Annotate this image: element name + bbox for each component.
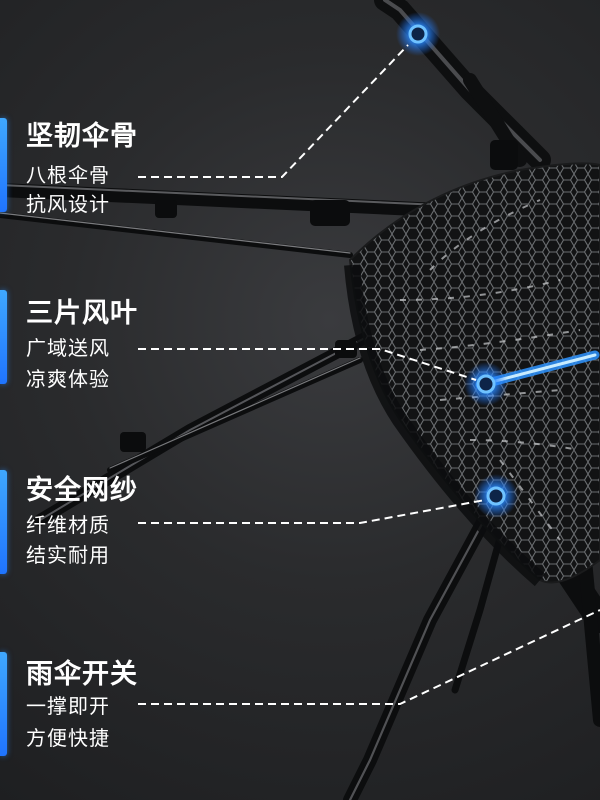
feature-desc-blades-1: 广域送风	[26, 336, 110, 360]
feature-desc-blades-2: 凉爽体验	[26, 367, 110, 391]
feature-desc-ribs-2: 抗风设计	[26, 192, 110, 216]
feature-title-mesh: 安全网纱	[26, 475, 138, 506]
feature-desc-mesh-2: 结实耐用	[26, 543, 110, 567]
callout-line-mesh	[138, 499, 486, 524]
feature-desc-ribs-1: 八根伞骨	[26, 163, 110, 187]
feature-title-ribs: 坚韧伞骨	[26, 121, 138, 152]
callout-lines	[138, 44, 600, 705]
callout-line-switch	[138, 609, 600, 705]
feature-accent-bar	[0, 652, 7, 756]
feature-title-blades: 三片风叶	[26, 298, 138, 329]
feature-accent-bar	[0, 290, 7, 384]
anchor-dots	[396, 12, 518, 518]
callout-line-blades	[138, 348, 477, 381]
feature-desc-mesh-1: 纤维材质	[26, 513, 110, 537]
feature-accent-bar	[0, 470, 7, 574]
feature-desc-switch-2: 方便快捷	[26, 726, 110, 750]
feature-accent-bar	[0, 118, 7, 212]
callout-line-ribs	[138, 44, 409, 178]
feature-desc-switch-1: 一撑即开	[26, 694, 110, 718]
feature-title-switch: 雨伞开关	[26, 659, 138, 690]
